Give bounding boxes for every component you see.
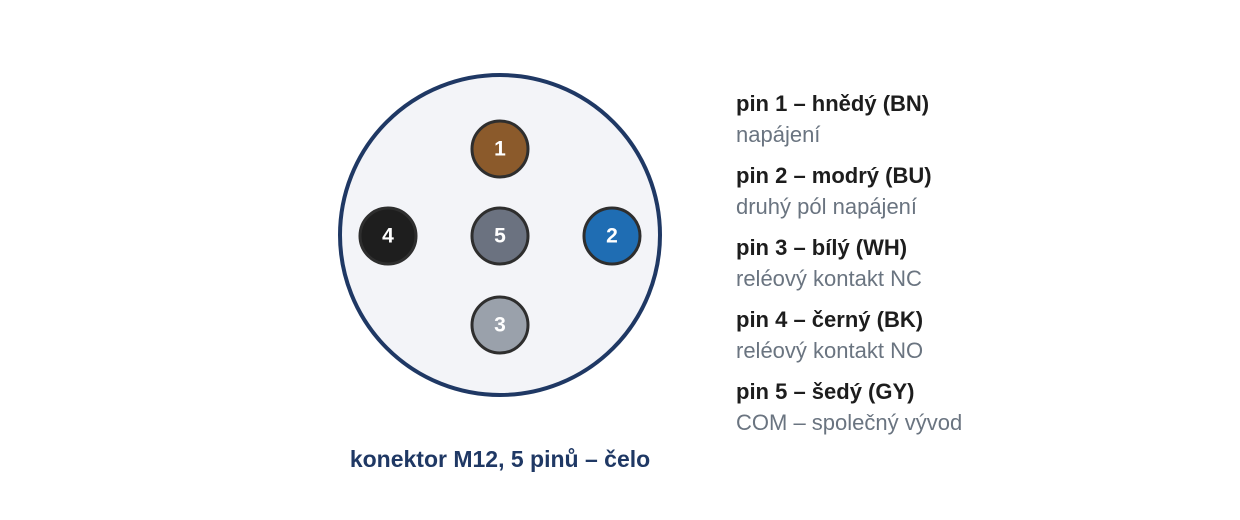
- pin-3-label: 3: [494, 314, 506, 337]
- diagram-caption: konektor M12, 5 pinů – čelo: [349, 446, 651, 472]
- connector-svg: 1 2 3 4 5: [338, 73, 662, 397]
- legend-item: pin 4 – černý (BK) reléový kontakt NO: [736, 305, 1216, 367]
- pin-3-contact: [470, 295, 530, 355]
- pin-1-label: 1: [494, 138, 506, 161]
- pins-group: 1 2 3 4 5: [358, 119, 642, 355]
- legend-pin-title: pin 1 – hnědý (BN): [736, 91, 930, 116]
- pin-5-label: 5: [494, 225, 506, 248]
- pin-1-contact: [470, 119, 530, 179]
- legend-pin-description: reléový kontakt NC: [736, 266, 922, 291]
- legend-pin-description: napájení: [736, 122, 821, 147]
- legend-pin-title: pin 4 – černý (BK): [736, 307, 924, 332]
- legend-pin-title: pin 2 – modrý (BU): [736, 163, 932, 188]
- legend-pin-description: reléový kontakt NO: [736, 338, 924, 363]
- pin-4-contact: [358, 206, 418, 266]
- pin-2-label: 2: [606, 225, 618, 248]
- pin-5-contact: [470, 206, 530, 266]
- legend-item: pin 2 – modrý (BU) druhý pól napájení: [736, 161, 1216, 223]
- legend-pin-title: pin 5 – šedý (GY): [736, 379, 915, 404]
- connector-face-diagram: 1 2 3 4 5: [338, 73, 662, 397]
- legend-pin-title: pin 3 – bílý (WH): [736, 235, 908, 260]
- legend-item: pin 3 – bílý (WH) reléový kontakt NC: [736, 233, 1216, 295]
- legend-pin-description: druhý pól napájení: [736, 194, 918, 219]
- pin-legend: pin 1 – hnědý (BN) napájení pin 2 – modrý …: [736, 89, 1216, 449]
- legend-item: pin 1 – hnědý (BN) napájení: [736, 89, 1216, 151]
- legend-item: pin 5 – šedý (GY) COM – společný vývod: [736, 377, 1216, 439]
- legend-pin-description: COM – společný vývod: [736, 410, 963, 435]
- pin-4-label: 4: [382, 225, 394, 248]
- pin-2-contact: [582, 206, 642, 266]
